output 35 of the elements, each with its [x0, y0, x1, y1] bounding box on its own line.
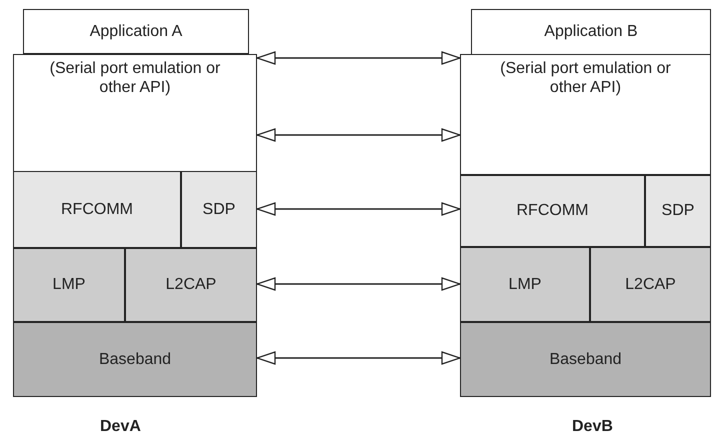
layer-label: RFCOMM [516, 201, 588, 221]
layer-label: (Serial port emulation or other API) [499, 59, 672, 98]
device-label: DevB [572, 418, 613, 436]
protocol-layer-box [13, 171, 181, 248]
layer-label: Baseband [549, 350, 622, 370]
protocol-layer-box [645, 175, 711, 247]
double-arrow [256, 51, 461, 65]
api-layer-box [13, 54, 257, 172]
double-arrow [256, 128, 461, 142]
layer-label: Baseband [98, 350, 172, 370]
api-layer-box [460, 54, 711, 175]
double-arrow [256, 351, 461, 365]
protocol-layer-box [125, 248, 257, 322]
layer-label: Application A [90, 22, 182, 42]
protocol-layer-box [460, 247, 590, 322]
layer-label: LMP [52, 275, 86, 295]
protocol-layer-box [13, 248, 125, 322]
double-arrow [256, 202, 461, 216]
layer-label: LMP [508, 274, 542, 294]
layer-label: L2CAP [625, 274, 676, 294]
protocol-layer-box [590, 247, 711, 322]
layer-label: (Serial port emulation or other API) [48, 59, 222, 98]
device-label: DevA [100, 418, 141, 436]
layer-label: Application B [544, 22, 638, 42]
layer-label: RFCOMM [61, 200, 133, 220]
baseband-layer-box [13, 322, 257, 397]
protocol-layer-box [181, 171, 257, 248]
baseband-layer-box [460, 322, 711, 397]
layer-label: L2CAP [166, 275, 216, 295]
application-box [471, 9, 711, 55]
double-arrow [256, 277, 461, 291]
layer-label: SDP [662, 201, 694, 221]
layer-label: SDP [202, 200, 236, 220]
application-box [23, 9, 249, 54]
protocol-layer-box [460, 175, 645, 247]
